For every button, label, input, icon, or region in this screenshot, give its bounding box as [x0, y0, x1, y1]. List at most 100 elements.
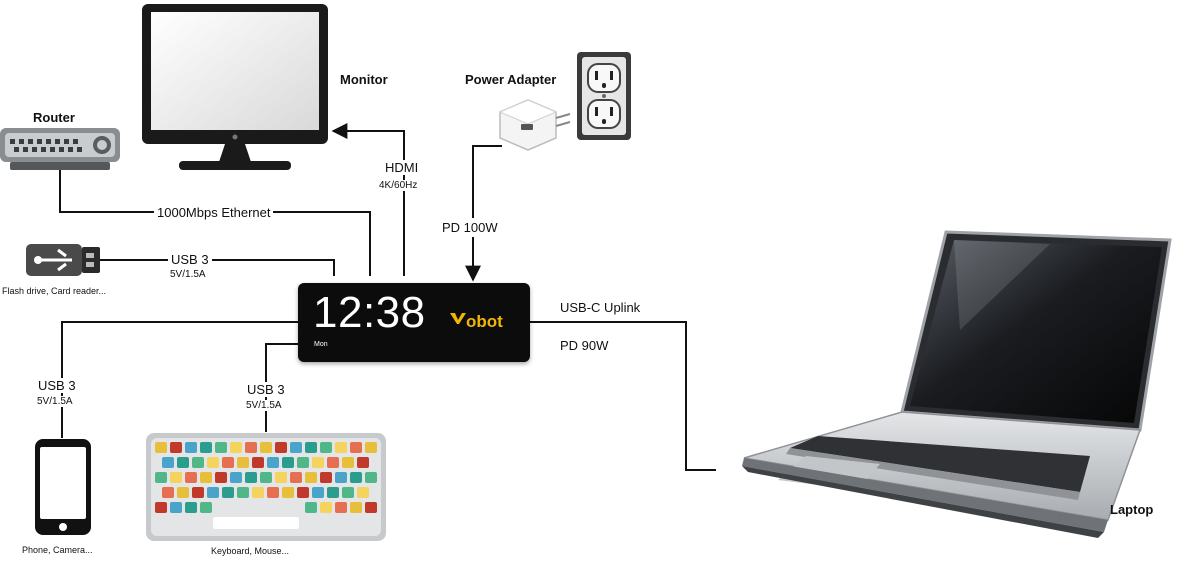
keyboard-key	[185, 472, 197, 483]
keyboard-key	[155, 442, 167, 453]
keyboard-key	[260, 442, 272, 453]
ethernet-label: 1000Mbps Ethernet	[154, 205, 274, 220]
keyboard-key	[290, 442, 302, 453]
uplink-line	[530, 321, 716, 471]
keyboard-key	[290, 472, 302, 483]
usb-top-spec-label: 5V/1.5A	[170, 269, 206, 280]
keyboard-key	[267, 457, 279, 468]
usb-mid-spec-label: 5V/1.5A	[246, 400, 282, 411]
keyboard-key	[155, 502, 167, 513]
keyboard-key	[320, 442, 332, 453]
keyboard-key	[252, 457, 264, 468]
keyboard-key	[327, 457, 339, 468]
keyboard-key	[170, 442, 182, 453]
keyboard-key	[162, 487, 174, 498]
keyboard-key	[215, 472, 227, 483]
keyboard-key	[267, 487, 279, 498]
hdmi-label: HDMI	[385, 160, 419, 175]
usb-mid-label: USB 3	[247, 382, 285, 397]
keyboard-key	[170, 502, 182, 513]
pd-in-label: PD 100W	[442, 218, 498, 237]
keyboard-key	[297, 457, 309, 468]
keyboard-key	[275, 442, 287, 453]
keyboard-key	[305, 442, 317, 453]
router-icon	[0, 128, 120, 170]
keyboard-key	[335, 442, 347, 453]
keyboard-key	[245, 442, 257, 453]
router-label: Router	[33, 110, 75, 125]
usb-top-label: USB 3	[168, 252, 212, 267]
keyboard-key	[207, 487, 219, 498]
power-adapter-icon	[498, 99, 571, 151]
keyboard-key	[297, 487, 309, 498]
keyboard-key	[177, 457, 189, 468]
keyboard-key	[200, 472, 212, 483]
keyboard-key	[335, 502, 347, 513]
power-adapter-label: Power Adapter	[465, 72, 557, 87]
pd-in-line	[465, 145, 502, 282]
keyboard-key	[162, 457, 174, 468]
flash-drive-icon	[26, 244, 100, 276]
hub-clock: 12:38	[313, 288, 426, 337]
keyboard-key	[350, 502, 362, 513]
keyboard-key	[237, 487, 249, 498]
keyboard-key	[185, 442, 197, 453]
keyboard-key	[320, 502, 332, 513]
phone-label: Phone, Camera...	[22, 545, 93, 555]
usb-left-label: USB 3	[38, 378, 76, 393]
uplink-label: USB-C Uplink	[560, 300, 641, 315]
keyboard-label: Keyboard, Mouse...	[211, 546, 290, 556]
hdmi-spec-label: 4K/60Hz	[379, 180, 418, 191]
keyboard-key	[365, 502, 377, 513]
keyboard-key	[200, 442, 212, 453]
vobot-logo-icon	[450, 313, 466, 324]
usb-left-spec-label: 5V/1.5A	[37, 396, 73, 407]
phone-icon	[35, 439, 91, 535]
keyboard-key	[275, 472, 287, 483]
keyboard-key	[252, 487, 264, 498]
keyboard-key	[305, 502, 317, 513]
wall-outlet-icon	[577, 52, 631, 140]
keyboard-key	[222, 487, 234, 498]
keyboard-key	[365, 472, 377, 483]
hub-day: Mon	[314, 341, 328, 348]
usb-flash-line	[100, 259, 335, 276]
usb-phone-line	[61, 321, 298, 438]
monitor-label: Monitor	[340, 72, 388, 87]
hub-brand: obot	[466, 312, 503, 331]
keyboard-key	[282, 457, 294, 468]
keyboard-key	[177, 487, 189, 498]
keyboard-key	[312, 487, 324, 498]
flash-drive-label: Flash drive, Card reader...	[2, 286, 107, 296]
monitor-icon	[142, 4, 328, 170]
keyboard-key	[357, 457, 369, 468]
keyboard-key	[320, 472, 332, 483]
keyboard-key	[222, 457, 234, 468]
keyboard-key	[200, 502, 212, 513]
keyboard-key	[192, 457, 204, 468]
laptop-label: Laptop	[1110, 502, 1154, 517]
keyboard-key	[350, 472, 362, 483]
laptop-icon	[742, 230, 1172, 538]
keyboard-key	[327, 487, 339, 498]
keyboard-key	[282, 487, 294, 498]
keyboard-key	[155, 472, 167, 483]
keyboard-key	[312, 457, 324, 468]
keyboard-key	[342, 457, 354, 468]
keyboard-key	[335, 472, 347, 483]
keyboard-key	[350, 442, 362, 453]
keyboard-key	[342, 487, 354, 498]
hdmi-line	[331, 123, 405, 276]
keyboard-key	[245, 472, 257, 483]
keyboard-key	[365, 442, 377, 453]
keyboard-key	[207, 457, 219, 468]
keyboard-key	[192, 487, 204, 498]
pd-out-label: PD 90W	[560, 338, 609, 353]
keyboard-icon	[146, 433, 386, 541]
keyboard-key	[260, 472, 272, 483]
keyboard-key	[170, 472, 182, 483]
keyboard-key	[305, 472, 317, 483]
keyboard-key	[230, 472, 242, 483]
keyboard-key	[230, 442, 242, 453]
